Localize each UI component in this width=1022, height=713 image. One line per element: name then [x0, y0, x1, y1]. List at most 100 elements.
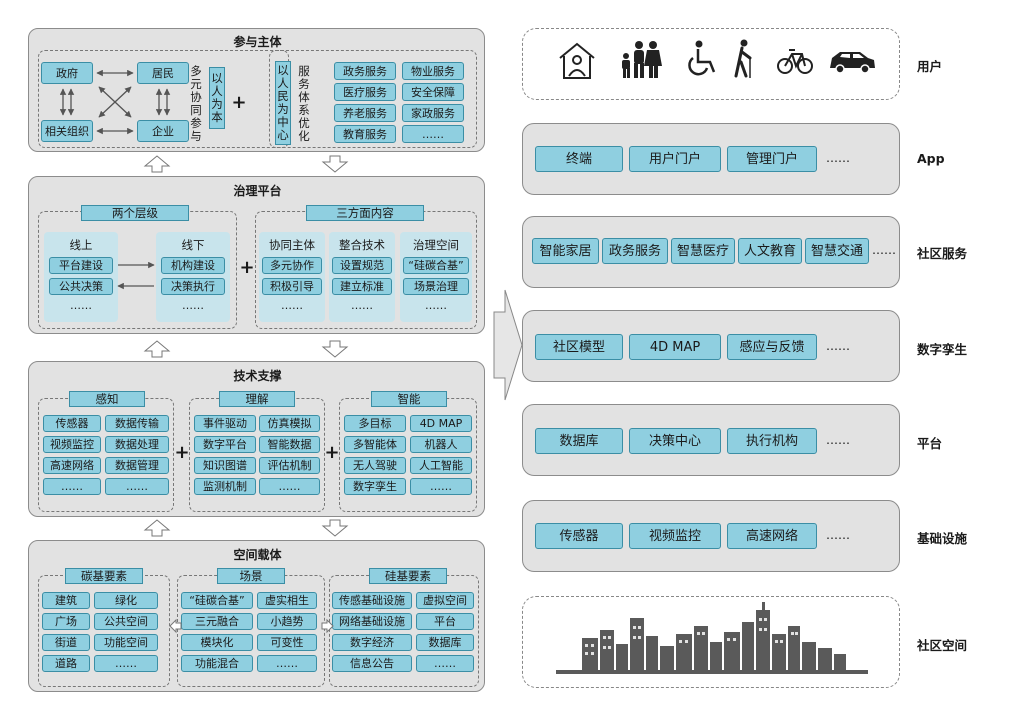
- digital-twin-item: 社区模型: [535, 334, 623, 360]
- digital-twin-item: 4D MAP: [629, 334, 721, 360]
- service-opt-text: 服务体系优化: [298, 64, 310, 143]
- space-item: 信息公告: [332, 655, 412, 672]
- three-aspects-head: 三方面内容: [306, 205, 424, 221]
- actor-government: 政府: [41, 62, 93, 84]
- aspect-more: ……: [281, 299, 303, 312]
- tech-item: 人工智能: [410, 457, 472, 474]
- platform-item: 决策中心: [629, 428, 721, 454]
- actor-residents: 居民: [137, 62, 189, 84]
- tech-item: 数字平台: [194, 436, 256, 453]
- community-service-more: ……: [872, 243, 896, 257]
- tech-item: 知识图谱: [194, 457, 256, 474]
- plus-sign: +: [324, 442, 340, 463]
- online-column: [44, 232, 118, 322]
- service-item: 医疗服务: [334, 83, 396, 101]
- level-arrows: [117, 261, 155, 290]
- infrastructure-item: 视频监控: [629, 523, 721, 549]
- aspect-item: 场景治理: [403, 278, 469, 295]
- actor-organizations: 相关组织: [41, 120, 93, 142]
- tech-item: ……: [43, 478, 101, 495]
- tech-item: 数据处理: [105, 436, 169, 453]
- service-item: 教育服务: [334, 125, 396, 143]
- family-icon: [622, 41, 662, 78]
- elderly-icon: [734, 39, 752, 78]
- aspect-label: 整合技术: [339, 238, 385, 252]
- tech-item: 监测机制: [194, 478, 256, 495]
- tech-item: 事件驱动: [194, 415, 256, 432]
- service-item: ……: [402, 125, 464, 143]
- home-user-icon: [559, 42, 595, 79]
- aspect-item: “硅碳合基”: [403, 257, 469, 274]
- space-item: 建筑: [42, 592, 90, 609]
- aspect-label: 治理空间: [413, 238, 459, 252]
- users-layer: [522, 28, 900, 100]
- aspect-label: 协同主体: [269, 238, 315, 252]
- space-item: ……: [416, 655, 474, 672]
- aspect-item: 设置规范: [332, 257, 392, 274]
- space-item: 网络基础设施: [332, 613, 412, 630]
- tech-item: 数据管理: [105, 457, 169, 474]
- digital-twin-label: 数字孪生: [917, 342, 968, 357]
- space-item: 道路: [42, 655, 90, 672]
- digital-twin-more: ……: [826, 339, 850, 353]
- users-icons: [559, 39, 875, 79]
- offline-column: [156, 232, 230, 322]
- tech-group-head: 理解: [219, 391, 295, 407]
- service-item: 家政服务: [402, 104, 464, 122]
- aspect-more: ……: [351, 299, 373, 312]
- aspect-more: ……: [425, 299, 447, 312]
- service-item: 物业服务: [402, 62, 464, 80]
- space-item: 小趋势: [257, 613, 317, 630]
- space-item: 街道: [42, 634, 90, 651]
- tech-item: ……: [410, 478, 472, 495]
- space-item: “硅碳合基”: [181, 592, 253, 609]
- aspect-item: 积极引导: [262, 278, 322, 295]
- app-item: 终端: [535, 146, 623, 172]
- community-service-label: 社区服务: [917, 246, 968, 261]
- community-space-label: 社区空间: [917, 638, 968, 653]
- aspect-column: [259, 232, 325, 322]
- space-arrows: [169, 618, 334, 634]
- tech-item: 多目标: [344, 415, 406, 432]
- space-group-head: 场景: [217, 568, 285, 584]
- space-item: 虚实相生: [257, 592, 317, 609]
- tech-group-head: 感知: [69, 391, 145, 407]
- actor-arrows: [59, 69, 171, 135]
- space-item: 传感基础设施: [332, 592, 412, 609]
- online-more: ……: [70, 299, 92, 312]
- online-item: 公共决策: [49, 278, 113, 295]
- tech-item: 智能数据: [259, 436, 320, 453]
- tech-item: 4D MAP: [410, 415, 472, 432]
- online-item: 平台建设: [49, 257, 113, 274]
- infrastructure-item: 高速网络: [727, 523, 817, 549]
- community-service-item: 智慧交通: [805, 238, 869, 264]
- aspect-column: [329, 232, 395, 322]
- platform-item: 执行机构: [727, 428, 817, 454]
- space-item: 功能空间: [94, 634, 158, 651]
- offline-item: 机构建设: [161, 257, 225, 274]
- platform-more: ……: [826, 433, 850, 447]
- space-item: 广场: [42, 613, 90, 630]
- tech-item: 高速网络: [43, 457, 101, 474]
- app-layer-label: App: [917, 151, 945, 166]
- tech-item: 传感器: [43, 415, 101, 432]
- space-item: 数据库: [416, 634, 474, 651]
- space-item: 三元融合: [181, 613, 253, 630]
- community-service-item: 政务服务: [602, 238, 668, 264]
- actor-enterprise: 企业: [137, 120, 189, 142]
- tech-panel: 技术支撑 感知 传感器 数据传输 视频监控 数据处理 高速网络 数据管理 …… …: [28, 361, 485, 517]
- space-group-head: 硅基要素: [369, 568, 447, 584]
- space-title: 空间载体: [233, 548, 282, 562]
- bicycle-icon: [777, 49, 813, 74]
- app-item: 用户门户: [629, 146, 721, 172]
- community-service-item: 智能家居: [532, 238, 599, 264]
- plus-sign: +: [174, 442, 190, 463]
- tech-item: 仿真模拟: [259, 415, 320, 432]
- online-label: 线上: [69, 238, 93, 252]
- community-space-layer: [522, 596, 900, 688]
- space-item: 功能混合: [181, 655, 253, 672]
- tech-item: 数据传输: [105, 415, 169, 432]
- tech-item: 多智能体: [344, 436, 406, 453]
- multi-party-text: 多元协同参与: [190, 64, 202, 143]
